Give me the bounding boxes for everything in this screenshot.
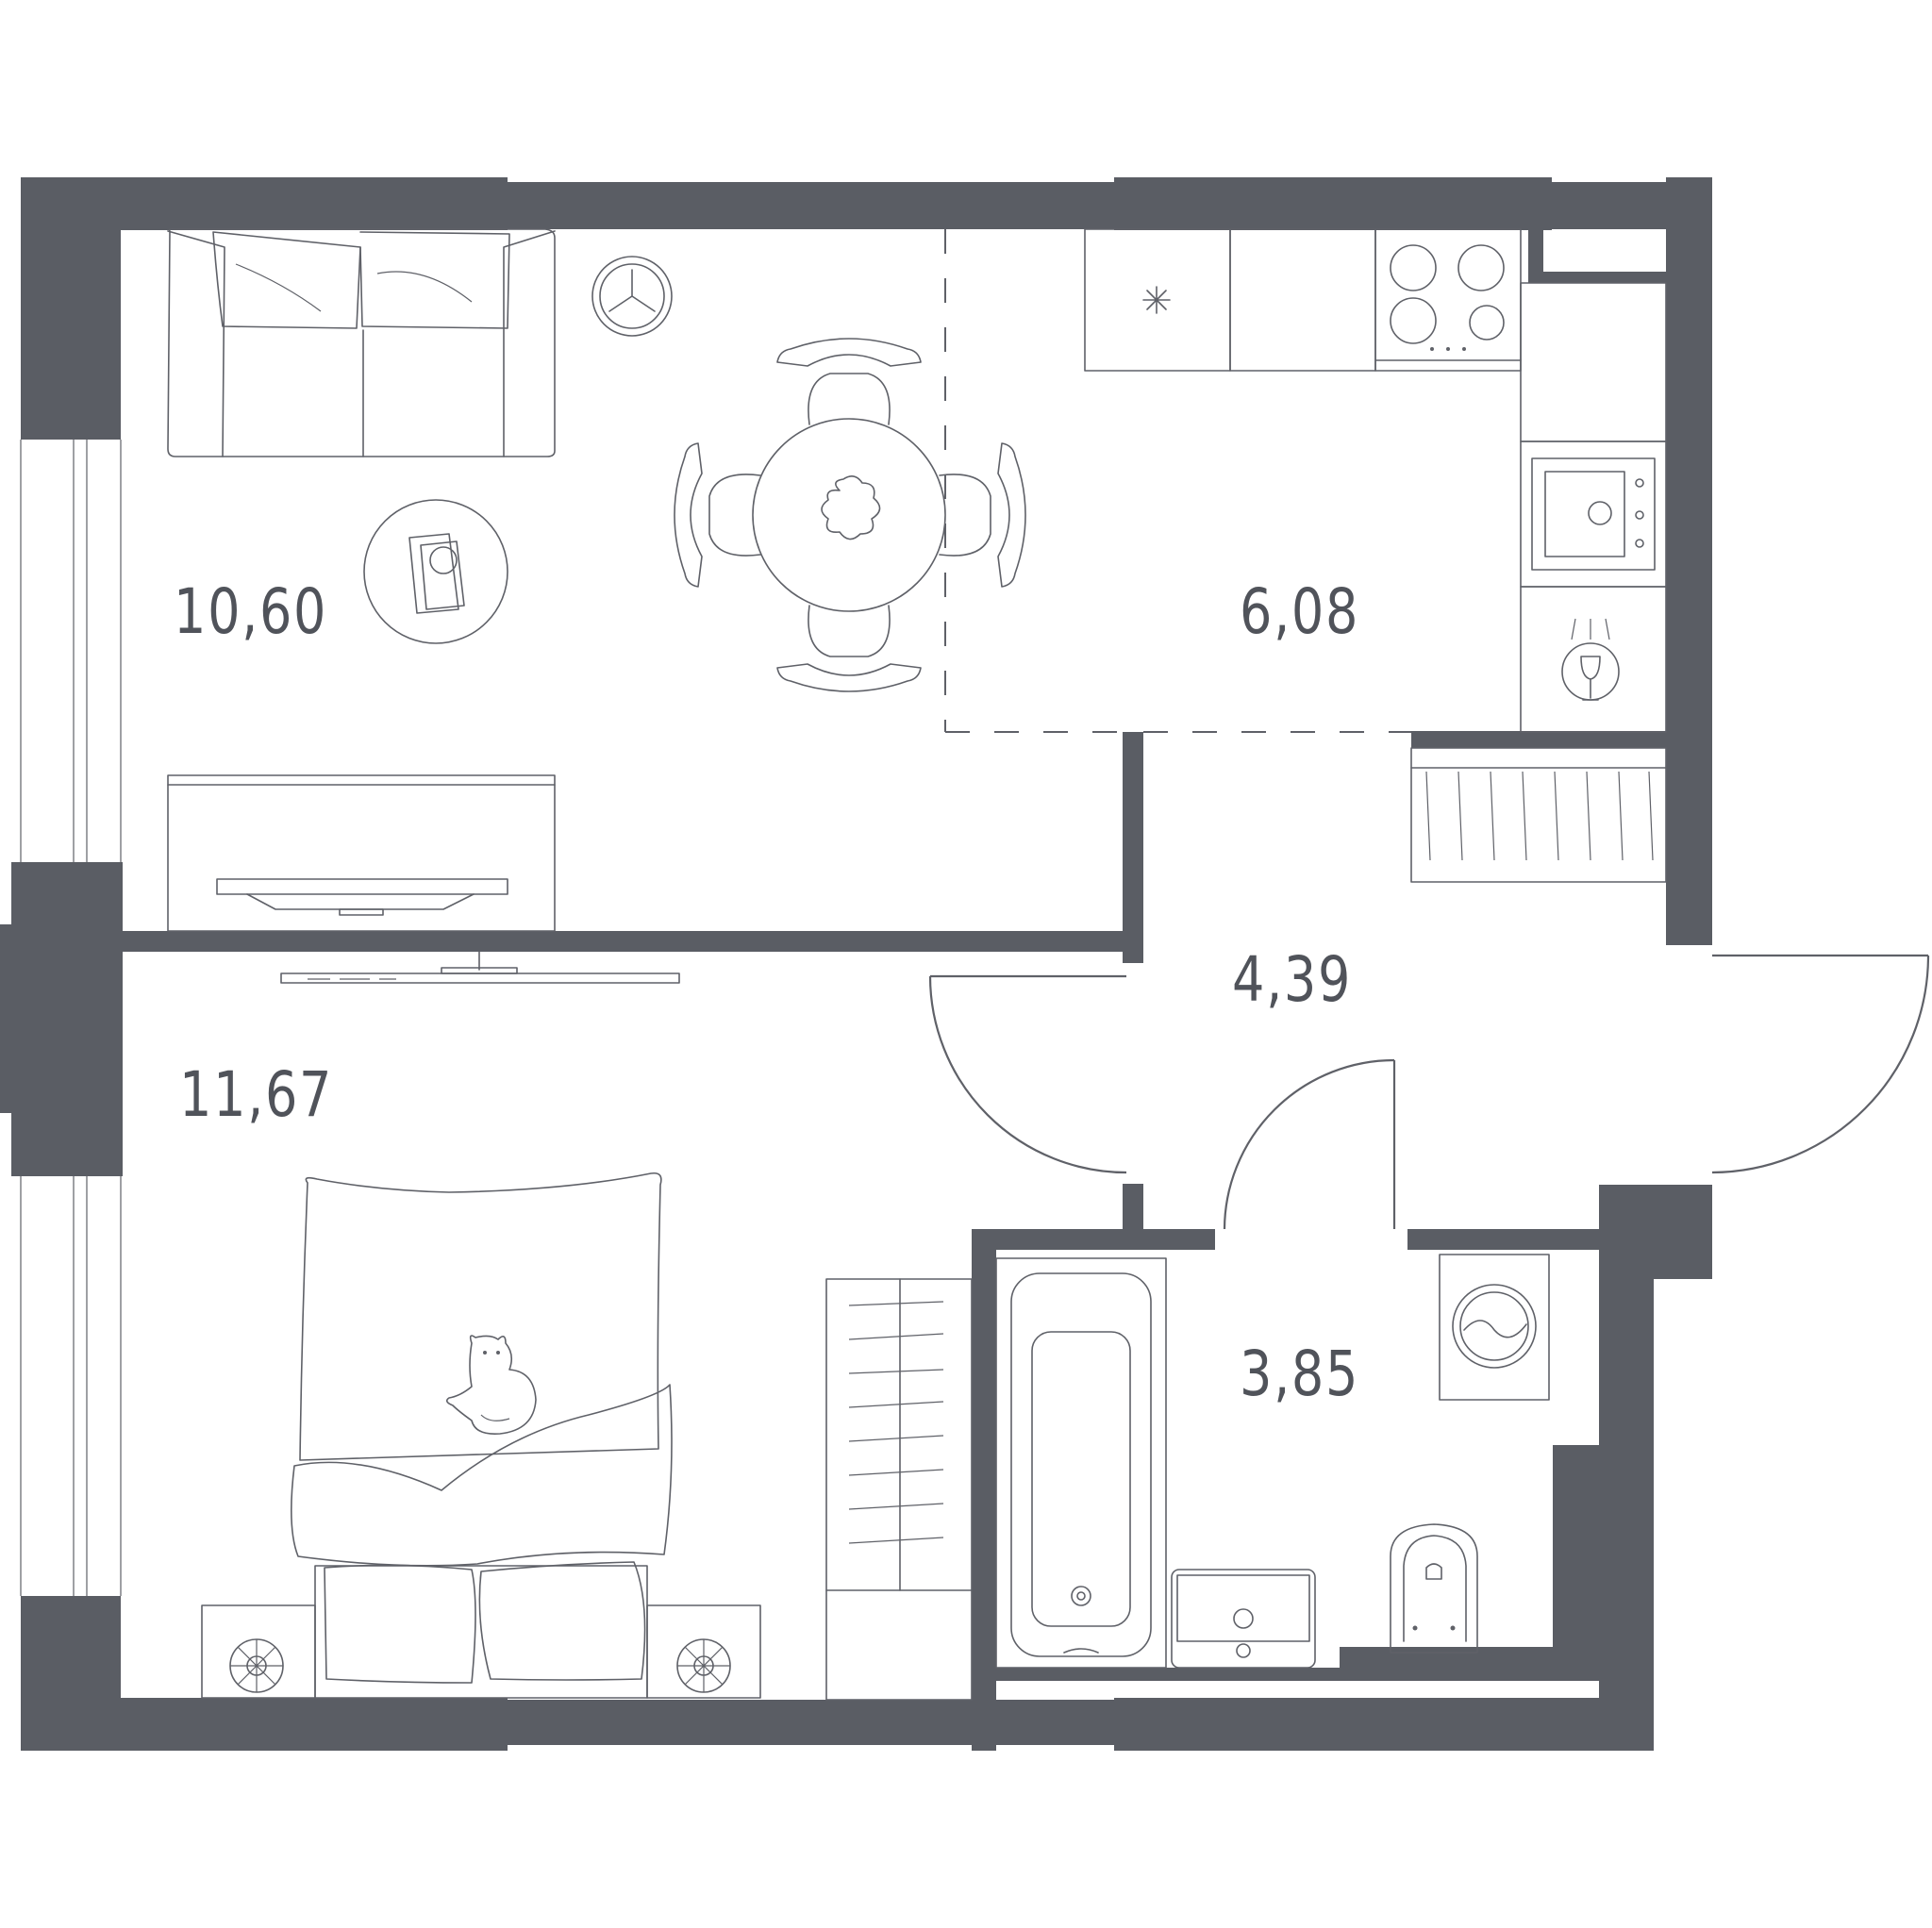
room-area-bathroom: 3,85 xyxy=(1240,1338,1360,1410)
wardrobe-icon xyxy=(825,1278,973,1701)
toilet-icon xyxy=(1390,1523,1478,1654)
walls xyxy=(0,177,1712,1751)
kitchen-counter-icon xyxy=(1084,228,1667,733)
room-area-living: 10,60 xyxy=(174,575,328,648)
cat-icon xyxy=(445,1335,537,1436)
washing-machine-icon xyxy=(1439,1254,1550,1401)
room-area-bedroom: 11,67 xyxy=(179,1058,334,1131)
dining-table-icon xyxy=(752,418,946,612)
room-area-hallway: 4,39 xyxy=(1232,943,1353,1016)
dishwasher-icon xyxy=(1561,618,1620,701)
door-swing-icon xyxy=(928,954,1930,1230)
bathtub-icon xyxy=(995,1257,1167,1669)
sink-icon xyxy=(1531,457,1656,571)
tv-icon xyxy=(280,951,680,984)
sofa-icon xyxy=(167,227,556,457)
washbasin-icon xyxy=(1171,1569,1316,1669)
bed-icon xyxy=(291,1172,673,1699)
wardrobe-icon xyxy=(1410,747,1667,883)
floor-lamp-icon xyxy=(591,256,673,337)
kitchen-zone-divider xyxy=(944,229,1411,733)
tv-stand-icon xyxy=(167,774,556,932)
coffee-table-icon xyxy=(363,499,508,644)
cooktop-icon xyxy=(1374,228,1522,372)
window-icon xyxy=(20,440,122,1596)
dining-chair-icon xyxy=(674,338,1026,692)
room-area-kitchen: 6,08 xyxy=(1240,575,1360,648)
nightstand-icon xyxy=(201,1604,761,1699)
